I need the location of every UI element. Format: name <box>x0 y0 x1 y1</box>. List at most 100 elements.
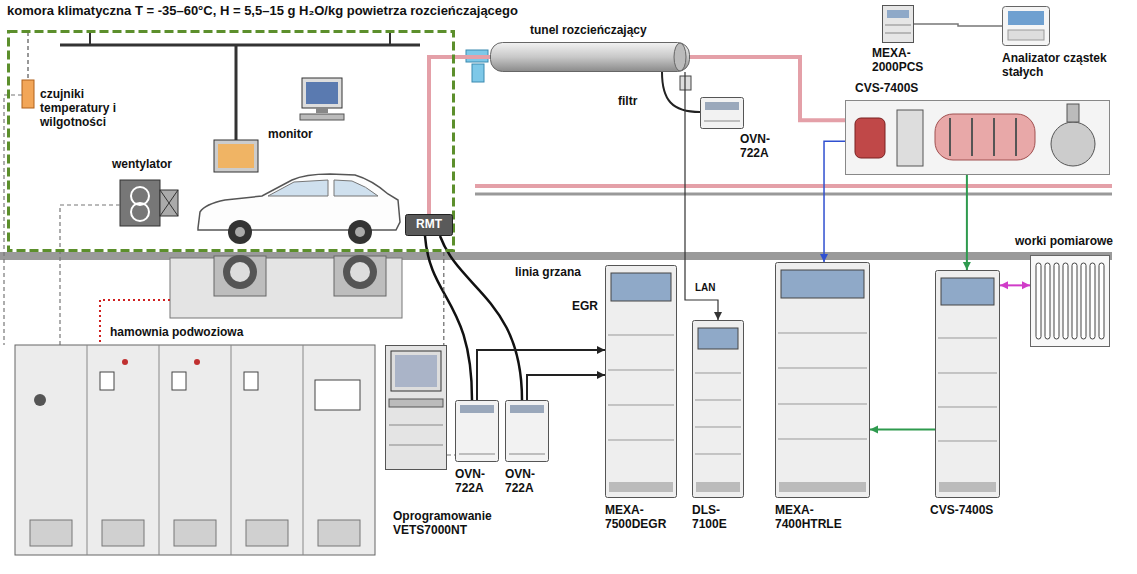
cab-graphic <box>938 373 997 374</box>
analyzer-cabinet: DLS-7100E <box>692 320 744 498</box>
bags-graphic <box>1031 256 1110 347</box>
sensor-label: czujniki temperatury i wilgotności <box>40 88 120 129</box>
cab-graphic <box>693 321 744 498</box>
tall-graphic <box>882 5 914 43</box>
computer-icon <box>300 114 344 120</box>
tall-graphic <box>885 25 911 26</box>
vets-graphic <box>389 399 443 407</box>
line-label: linia grzana <box>515 266 581 280</box>
box-label: RMT <box>405 214 453 236</box>
connector-line <box>966 175 968 270</box>
cvs-graphic <box>1051 122 1095 166</box>
vets-graphic <box>385 345 447 470</box>
ovn-graphic <box>510 405 544 413</box>
climate-chamber: komora klimatyczna T = -35–60°C, H = 5,5… <box>7 30 455 252</box>
cvs-cabinet: CVS-7400S <box>935 270 1000 498</box>
cvs-graphic <box>935 114 1035 160</box>
tall-graphic <box>885 33 911 34</box>
control-cabinet <box>100 372 114 390</box>
bags-graphic <box>1036 263 1041 339</box>
arrow-head <box>820 254 828 262</box>
ovn-graphic <box>459 454 495 455</box>
control-cabinet <box>15 345 375 555</box>
cab-graphic <box>696 482 740 492</box>
connector-line <box>477 350 605 400</box>
vets-graphic <box>386 346 447 470</box>
tube-graphic <box>490 42 690 72</box>
cab-graphic <box>938 441 997 442</box>
dyno-roller <box>214 256 266 296</box>
car-outline <box>355 227 365 237</box>
arrow-head <box>1022 281 1030 289</box>
analyzer-cabinet: MEXA-2000PCS <box>882 5 914 43</box>
cab-graphic <box>938 407 997 408</box>
ovn-graphic <box>455 400 499 462</box>
control-cabinet <box>15 345 375 555</box>
dyno-roller <box>230 262 250 282</box>
vets-graphic <box>395 355 437 387</box>
pc2-graphic <box>1008 11 1044 25</box>
computer-icon <box>300 78 344 120</box>
sensor <box>22 80 34 108</box>
bags-graphic <box>1081 263 1086 339</box>
chamber-graphic <box>9 32 454 251</box>
cab-graphic <box>936 271 1000 498</box>
connector-line <box>527 375 605 400</box>
control-cabinet <box>231 345 232 555</box>
monitor-icon <box>235 45 238 140</box>
cab-graphic <box>611 273 671 301</box>
cvs-unit: CVS-7400S <box>845 100 1110 175</box>
particle-analyzer: Analizator cząstek stałych <box>1002 6 1050 46</box>
control-computer: Oprogramowanie VETS7000NT <box>385 345 447 470</box>
arrow-head <box>714 312 722 320</box>
monitor-label: monitor <box>268 128 313 142</box>
device-label: worki pomiarowe <box>1015 235 1113 249</box>
lan-label: LAN <box>695 282 716 294</box>
fan-icon <box>131 203 149 221</box>
control-cabinet <box>194 359 200 365</box>
ovn-graphic <box>505 400 549 462</box>
device-label: tunel rozcieńczający <box>530 24 647 38</box>
device-label: MEXA-7400HTRLE <box>775 504 870 532</box>
cab-graphic <box>776 263 870 498</box>
sample-bags: worki pomiarowe <box>1030 255 1110 347</box>
vets-graphic <box>389 445 443 446</box>
vets-graphic <box>389 425 443 426</box>
sensor <box>27 32 29 80</box>
connector-line <box>443 252 444 345</box>
analyzer-cabinet: MEXA-7500DEGR <box>605 265 677 498</box>
car-outline <box>235 227 245 237</box>
connector <box>914 24 1002 26</box>
sample-cable <box>440 236 522 400</box>
bags-graphic <box>1090 263 1095 339</box>
bags-graphic <box>1054 263 1059 339</box>
tall-graphic <box>883 6 914 43</box>
control-cabinet <box>244 372 258 390</box>
control-cabinet <box>172 372 186 390</box>
control-cabinet <box>159 345 160 555</box>
device-label: CVS-7400S <box>855 82 918 96</box>
cab-graphic <box>775 262 870 498</box>
connector <box>870 426 935 434</box>
connector-line <box>870 429 935 431</box>
cab-graphic <box>695 427 741 428</box>
device-label: Analizator cząstek stałych <box>1002 52 1107 80</box>
chamber-heading: komora klimatyczna T = -35–60°C, H = 5,5… <box>7 4 518 19</box>
signal-line <box>60 205 120 345</box>
cab-graphic <box>778 368 867 369</box>
pipe-connector <box>472 64 484 82</box>
connector-line <box>429 57 490 214</box>
cab-graphic <box>605 265 677 498</box>
fan-icon <box>160 190 178 216</box>
monitor-icon <box>218 144 254 168</box>
device-label: OVN-722A <box>505 468 549 496</box>
cvs-graphic <box>845 100 1110 175</box>
control-cabinet <box>303 345 304 555</box>
control-cabinet <box>30 520 72 546</box>
ovn-unit: OVN-722A <box>505 400 549 462</box>
connector-line <box>914 24 1002 26</box>
pc2-graphic <box>1002 6 1050 46</box>
sensor <box>22 32 34 108</box>
sample-cable <box>662 72 700 112</box>
pc2-graphic <box>1003 7 1050 46</box>
